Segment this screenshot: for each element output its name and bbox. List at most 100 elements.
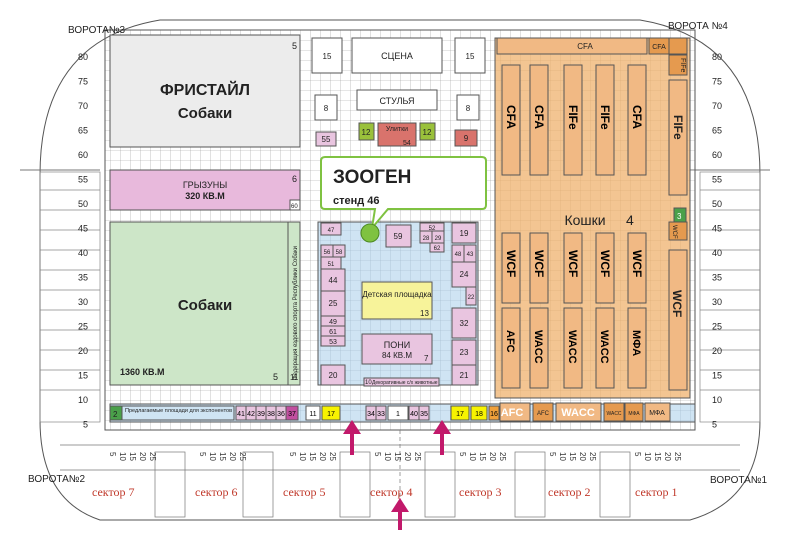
cats-column-top[interactable] — [529, 64, 549, 176]
stand-9[interactable] — [454, 129, 478, 147]
freestyle-zone[interactable] — [109, 34, 301, 148]
bottom-stand[interactable] — [285, 405, 299, 421]
cats-column-top-label: CFA — [532, 105, 546, 129]
cats-column-mid[interactable] — [529, 232, 549, 304]
cats-right-wcf-label: WCF — [670, 290, 684, 317]
bottom-afc[interactable] — [499, 402, 531, 422]
stand-21[interactable] — [451, 364, 477, 386]
bottom-stand[interactable] — [321, 405, 341, 421]
cats-column-low[interactable] — [627, 307, 647, 389]
snails-zone[interactable] — [377, 122, 417, 147]
bottom-wacc[interactable] — [555, 402, 602, 422]
kids-zone[interactable] — [361, 281, 433, 320]
cats-right-wcf[interactable] — [668, 249, 688, 391]
stand-24[interactable] — [451, 261, 477, 288]
rodents-title: ГРЫЗУНЫ — [183, 180, 227, 190]
stand-row-mark: 20 — [488, 452, 497, 461]
stand-row-mark: 10 — [643, 452, 652, 461]
stand-23[interactable] — [451, 339, 477, 366]
bottom-stand[interactable] — [450, 405, 470, 421]
stand-12a[interactable] — [358, 122, 375, 141]
cats-column-top[interactable] — [563, 64, 583, 176]
stand-47-label: 47 — [328, 228, 335, 234]
stand-47[interactable] — [320, 222, 342, 236]
bottom-stand[interactable] — [488, 405, 500, 421]
stand-53[interactable] — [320, 335, 346, 347]
bottom-stand[interactable] — [387, 405, 409, 421]
bottom-stand-label: 42 — [247, 411, 255, 418]
cats-zone[interactable] — [494, 37, 691, 399]
pony-label: ПОНИ — [384, 340, 410, 350]
cats-column-low[interactable] — [529, 307, 549, 389]
cats-column-low-label: WACC — [598, 330, 610, 364]
cats-corner-fife-label: FIFe — [679, 58, 686, 72]
stand-32[interactable] — [451, 307, 477, 339]
stand-8a[interactable] — [314, 94, 338, 121]
stand-8b[interactable] — [456, 94, 480, 121]
callout-marker[interactable] — [360, 223, 380, 243]
chairs-zone[interactable] — [356, 89, 438, 111]
cats-column-top[interactable] — [627, 64, 647, 176]
row-mark-left: 75 — [78, 77, 88, 87]
stand-25[interactable] — [320, 290, 346, 317]
rodents-area: 320 КВ.М — [185, 191, 225, 201]
stand-22[interactable] — [465, 286, 477, 306]
rodents-zone[interactable] — [109, 169, 301, 211]
row-mark-right: 25 — [712, 322, 722, 332]
bottom-afc-small[interactable] — [532, 402, 554, 422]
cats-column-low-label: МФА — [630, 330, 642, 356]
cats-column-top[interactable] — [501, 64, 521, 176]
callout-subtitle: стенд 46 — [333, 195, 380, 207]
bottom-stand-label: 17 — [327, 411, 335, 418]
stand-44-label: 44 — [329, 276, 338, 285]
stand-row-mark: 25 — [498, 452, 507, 461]
bottom-wacc-small[interactable] — [603, 402, 625, 422]
dogs-zone[interactable] — [109, 221, 289, 386]
stand-55[interactable] — [315, 131, 337, 147]
pony-zone[interactable] — [361, 333, 433, 365]
bottom-stand[interactable] — [470, 405, 488, 421]
cats-column-mid-label: WCF — [504, 250, 518, 277]
cats-column-low[interactable] — [595, 307, 615, 389]
cats-small-wcf[interactable] — [668, 221, 688, 241]
cats-column-mid[interactable] — [627, 232, 647, 304]
bottom-mfa-small[interactable] — [624, 402, 644, 422]
cats-column-mid-label: WCF — [630, 250, 644, 277]
bottom-stand[interactable] — [375, 405, 387, 421]
row-mark-left: 25 — [78, 322, 88, 332]
stand-49-label: 49 — [329, 319, 337, 326]
cats-column-mid[interactable] — [595, 232, 615, 304]
stand-25-label: 25 — [329, 299, 338, 308]
stand-15a[interactable] — [311, 37, 343, 74]
stand-15b[interactable] — [454, 37, 486, 74]
decorative-zone[interactable] — [363, 377, 440, 387]
stand-62[interactable] — [429, 242, 445, 253]
stand-row-mark: 25 — [328, 452, 337, 461]
cats-column-mid[interactable] — [501, 232, 521, 304]
cats-column-low-label: WACC — [566, 330, 578, 364]
stage-zone[interactable] — [351, 37, 443, 74]
cats-top-bar[interactable] — [496, 37, 648, 55]
stand-19[interactable] — [451, 222, 477, 244]
cats-column-low[interactable] — [501, 307, 521, 389]
stand-12b[interactable] — [419, 122, 436, 141]
cats-column-top[interactable] — [595, 64, 615, 176]
stand-20[interactable] — [320, 364, 346, 386]
cats-corner-fife[interactable] — [668, 54, 688, 76]
federation-zone[interactable] — [287, 221, 301, 386]
cats-column-low[interactable] — [563, 307, 583, 389]
dogs-num: 5 — [273, 372, 278, 382]
bottom-mfa[interactable] — [644, 402, 671, 422]
bottom-stand[interactable] — [305, 405, 321, 421]
bottom-stand[interactable] — [418, 405, 430, 421]
cats-right-fife[interactable] — [668, 79, 688, 196]
stand-row-mark: 20 — [578, 452, 587, 461]
bottom-stand-label: 11 — [309, 411, 316, 418]
cats-title: Кошки — [564, 212, 605, 228]
exhibitors-zone[interactable] — [121, 405, 235, 421]
row-mark-left: 30 — [78, 297, 88, 307]
cats-column-mid[interactable] — [563, 232, 583, 304]
stand-59[interactable] — [385, 224, 412, 248]
stand-row-mark: 5 — [548, 452, 557, 457]
bottom-stand-label: 34 — [367, 411, 375, 418]
